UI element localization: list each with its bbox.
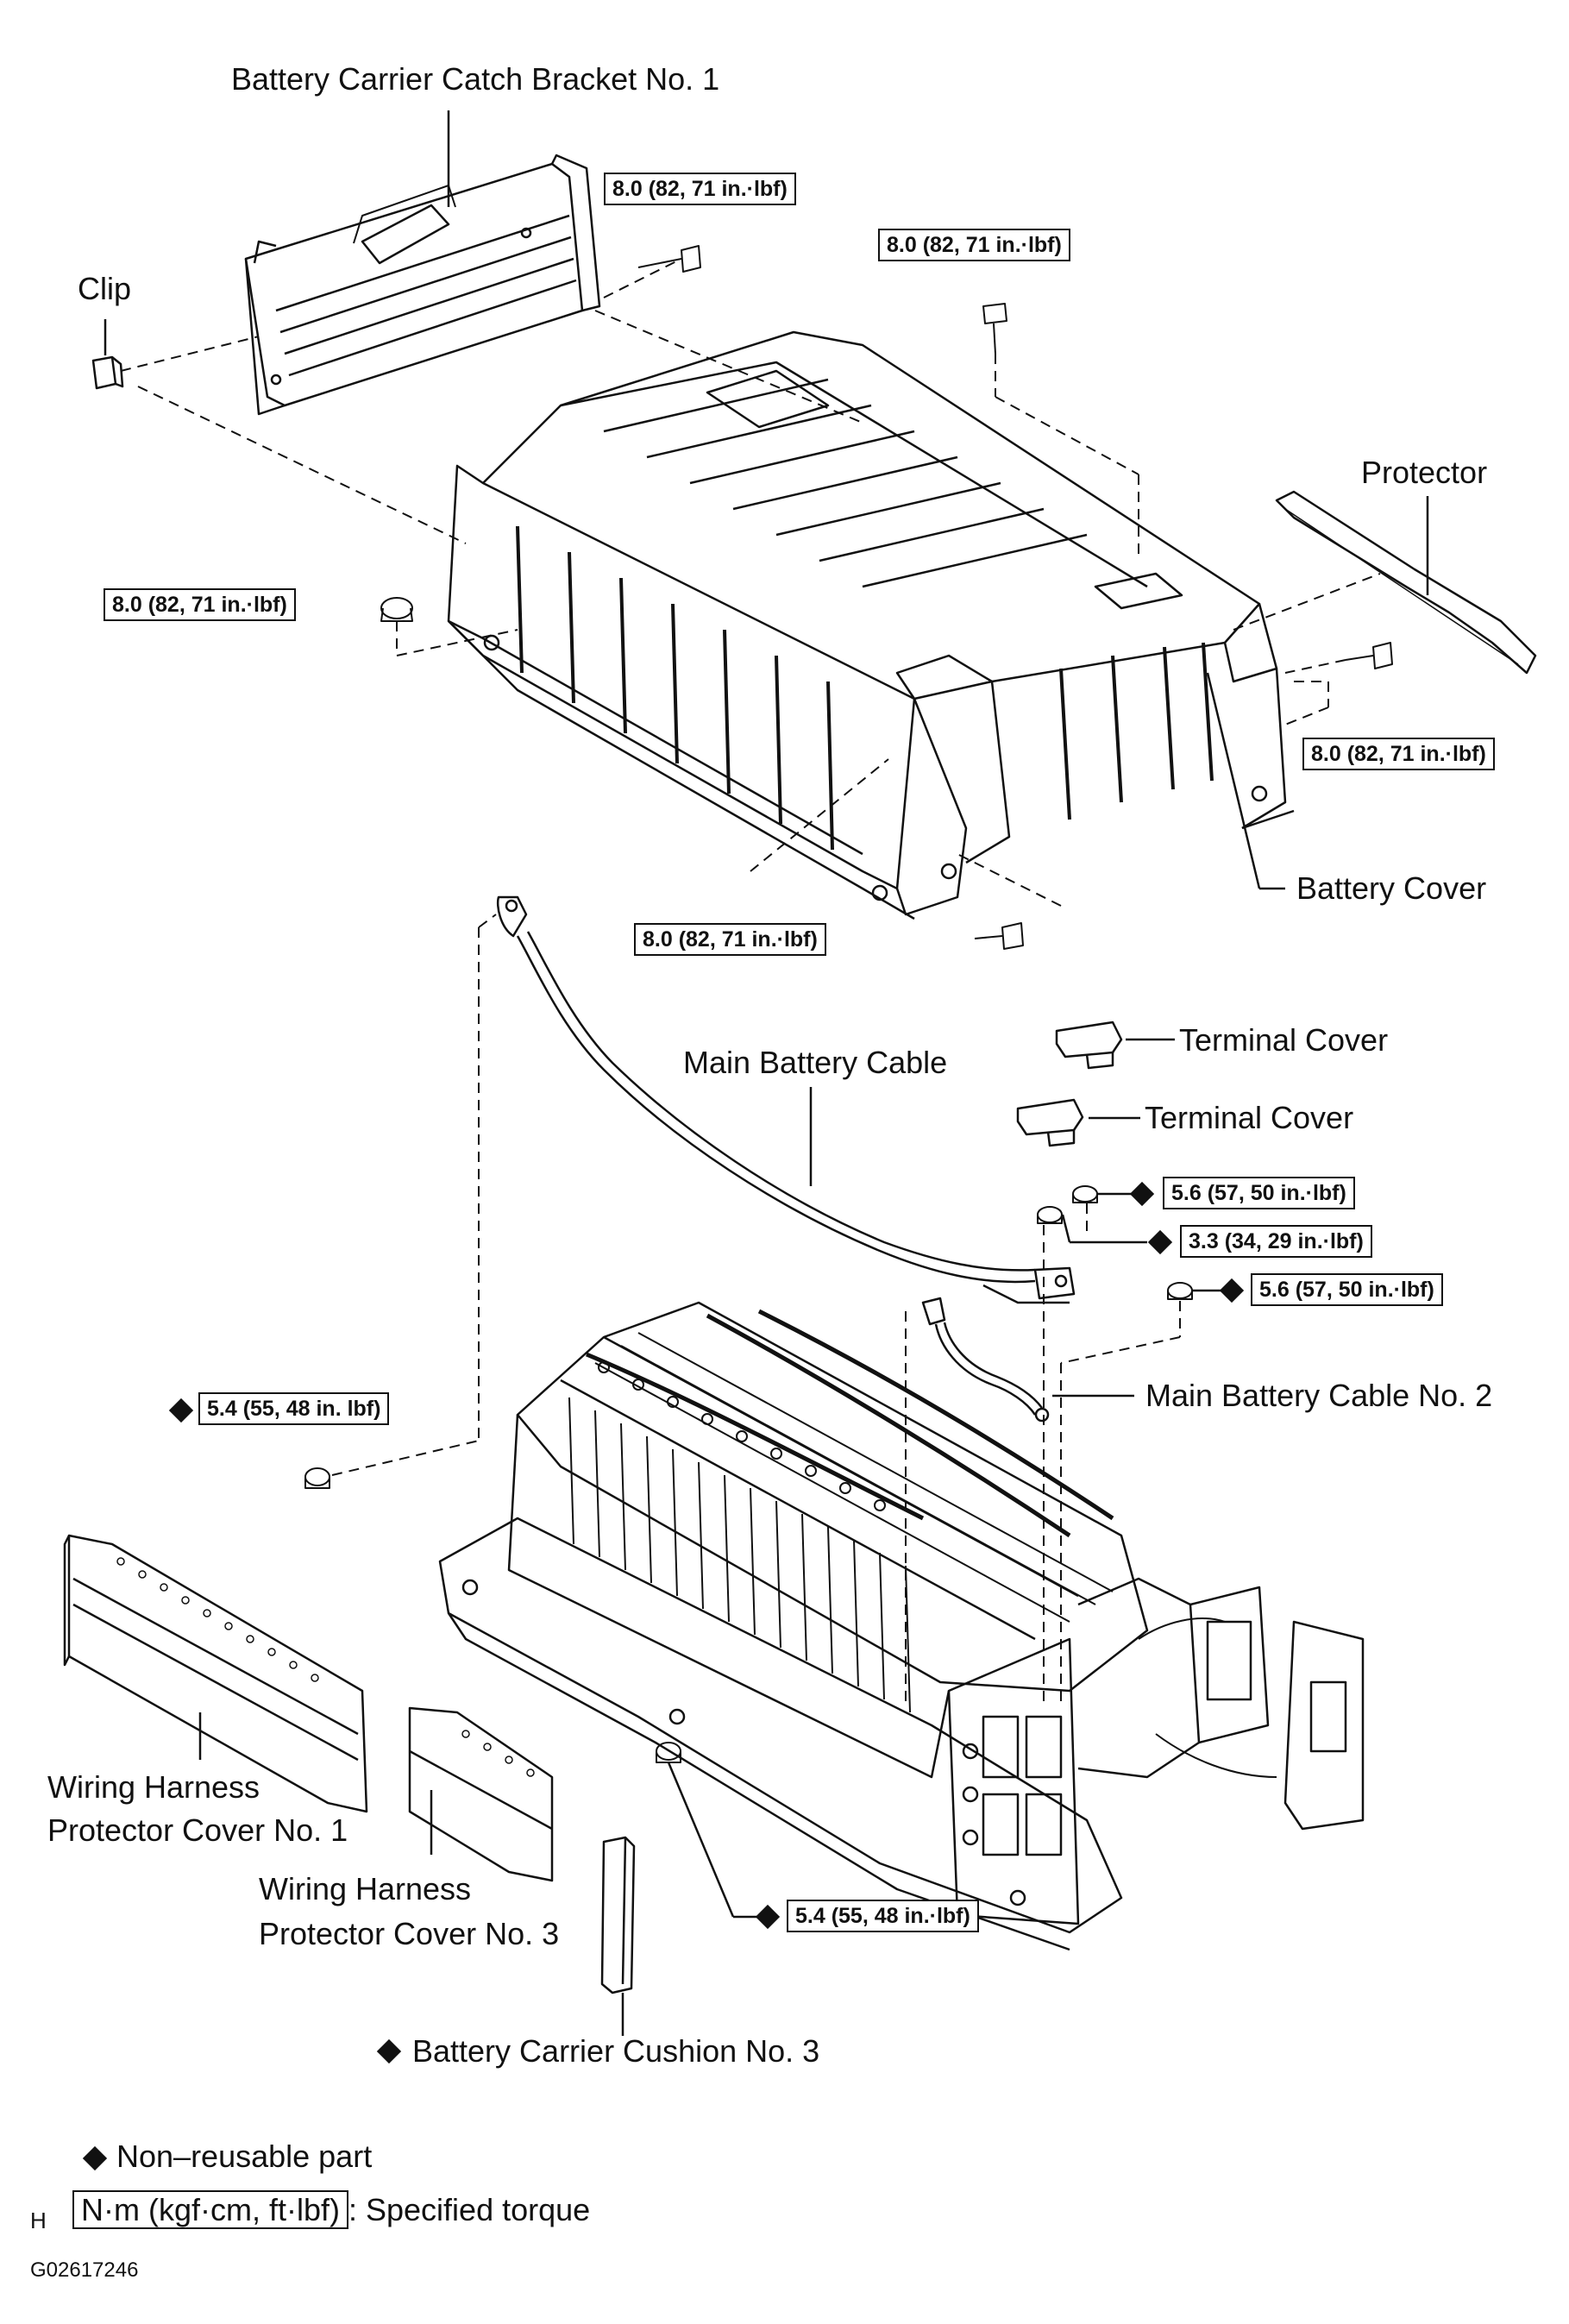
label-catch-bracket: Battery Carrier Catch Bracket No. 1 bbox=[231, 61, 720, 97]
clip-part bbox=[91, 355, 124, 390]
cushion-3-part bbox=[600, 1836, 636, 1994]
figure-code: G02617246 bbox=[30, 2258, 139, 2282]
torque-box-module-nut-bottom: 5.4 (55, 48 in.·lbf) bbox=[787, 1900, 979, 1932]
nut-56-top bbox=[1072, 1185, 1098, 1203]
alignment-lines-upper bbox=[120, 258, 1381, 907]
label-harness-cover-1-line2: Protector Cover No. 1 bbox=[47, 1812, 348, 1848]
battery-cover-leader bbox=[1206, 672, 1261, 889]
alignment-lines-nuts bbox=[1043, 1203, 1181, 1708]
bolt-cover-top bbox=[982, 303, 1007, 355]
nut-54-bottom-leader bbox=[667, 1762, 735, 1918]
legend-torque-unit: N·m (kgf·cm, ft·lbf) bbox=[72, 2190, 348, 2229]
main-battery-cable-part bbox=[497, 895, 1076, 1304]
label-harness-cover-3-line2: Protector Cover No. 3 bbox=[259, 1916, 560, 1951]
nut-56-bottom bbox=[1167, 1282, 1193, 1300]
harness-cover-1-part bbox=[63, 1534, 368, 1813]
terminal-cover-2-part bbox=[1016, 1098, 1084, 1147]
label-clip: Clip bbox=[78, 271, 132, 306]
protector-part bbox=[1275, 490, 1537, 675]
torque-box-module-nut-left: 5.4 (55, 48 in. lbf) bbox=[198, 1392, 390, 1425]
torque-box-cover-right-bolt: 8.0 (82, 71 in.·lbf) bbox=[1302, 738, 1495, 770]
nut-33 bbox=[1037, 1206, 1063, 1224]
cable-dash-left-h bbox=[478, 914, 497, 928]
nut-54-left-dash bbox=[331, 1440, 480, 1476]
torque-box-cover-top-bolt: 8.0 (82, 71 in.·lbf) bbox=[878, 229, 1070, 261]
bolt-bracket-top bbox=[637, 245, 701, 273]
battery-cell-ribs bbox=[568, 1332, 1114, 1713]
label-terminal-cover-1: Terminal Cover bbox=[1179, 1022, 1389, 1058]
bus-bar-rods bbox=[586, 1309, 1114, 1538]
catch-bracket-part bbox=[244, 154, 601, 416]
legend-non-reusable: Non–reusable part bbox=[116, 2139, 373, 2174]
label-battery-cover: Battery Cover bbox=[1296, 870, 1487, 906]
torque-box-bracket-bolt: 8.0 (82, 71 in.·lbf) bbox=[604, 173, 796, 205]
label-terminal-cover-2: Terminal Cover bbox=[1145, 1100, 1354, 1135]
main-battery-cable-2-part bbox=[921, 1297, 1050, 1423]
harness-cover-3-part bbox=[408, 1706, 554, 1882]
nut-33-leader bbox=[1061, 1214, 1071, 1243]
battery-cover-part bbox=[447, 330, 1295, 920]
bolt-cover-left bbox=[380, 597, 413, 622]
label-harness-cover-3-line1: Wiring Harness bbox=[259, 1871, 472, 1906]
label-cushion-3: Battery Carrier Cushion No. 3 bbox=[412, 2033, 820, 2069]
junction-block-end bbox=[947, 1577, 1365, 1925]
label-harness-cover-1-line1: Wiring Harness bbox=[47, 1769, 260, 1805]
label-main-battery-cable: Main Battery Cable bbox=[683, 1045, 948, 1080]
terminal-cover-1-part bbox=[1055, 1021, 1123, 1070]
torque-box-terminal-nut-3: 5.6 (57, 50 in.·lbf) bbox=[1251, 1273, 1443, 1306]
label-protector: Protector bbox=[1361, 455, 1488, 490]
nut-54-left bbox=[304, 1467, 330, 1489]
bus-bar-bolts bbox=[598, 1361, 886, 1511]
label-main-battery-cable-2: Main Battery Cable No. 2 bbox=[1145, 1378, 1493, 1413]
legend-prefix: H bbox=[30, 2208, 47, 2233]
battery-module-assembly bbox=[438, 1301, 1149, 1951]
bolt-cover-front bbox=[974, 922, 1024, 950]
bolt-cover-right bbox=[1345, 642, 1393, 669]
legend-torque-desc: : Specified torque bbox=[348, 2192, 591, 2227]
torque-box-cover-front-bolt: 8.0 (82, 71 in.·lbf) bbox=[634, 923, 826, 956]
legend-torque-row: N·m (kgf·cm, ft·lbf): Specified torque bbox=[72, 2190, 591, 2229]
torque-box-terminal-nut-1: 5.6 (57, 50 in.·lbf) bbox=[1163, 1177, 1355, 1209]
torque-box-terminal-nut-2: 3.3 (34, 29 in.·lbf) bbox=[1180, 1225, 1372, 1258]
nut-54-bottom bbox=[656, 1742, 681, 1763]
torque-box-cover-left-nut: 8.0 (82, 71 in.·lbf) bbox=[104, 588, 296, 621]
